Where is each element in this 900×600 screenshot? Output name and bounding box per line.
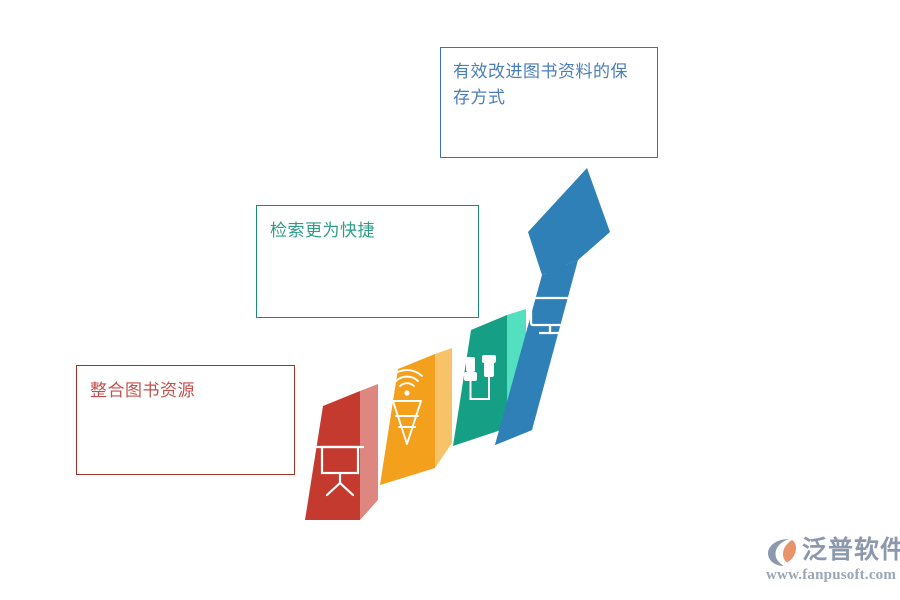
arrow-segment-2-shadow	[435, 348, 452, 468]
arrow-head	[528, 168, 610, 232]
ascending-arrow-graphic	[305, 168, 610, 520]
callout-box-better-preservation: 有效改进图书资料的保存方式	[440, 47, 658, 158]
fanpusoft-logo-url: www.fanpusoft.com	[766, 567, 897, 583]
monitor-icon	[529, 296, 571, 335]
arrow-segment-2-body	[380, 354, 435, 485]
usb-cable-icon	[464, 355, 496, 400]
callout-box-integrate-resources: 整合图书资源	[76, 365, 295, 475]
fanpusoft-logo-mark-icon	[768, 539, 796, 566]
arrow-segment-1-body	[305, 391, 360, 520]
arrow-head-joint	[528, 232, 610, 275]
broadcast-tower-icon	[391, 369, 423, 445]
projector-screen-icon	[315, 445, 365, 497]
arrow-segment-1-shadow	[360, 384, 378, 520]
fanpusoft-logo: 泛普软件 www.fanpusoft.com	[766, 534, 900, 584]
callout-text-integrate-resources: 整合图书资源	[90, 381, 195, 400]
fanpusoft-logo-wordmark: 泛普软件	[802, 535, 900, 564]
arrow-segment-3-body	[453, 315, 507, 446]
arrow-shaft-body	[495, 260, 578, 445]
callout-text-better-preservation: 有效改进图书资料的保存方式	[453, 62, 628, 107]
callout-text-faster-retrieval: 检索更为快捷	[270, 221, 375, 240]
callout-box-faster-retrieval: 检索更为快捷	[256, 205, 479, 318]
